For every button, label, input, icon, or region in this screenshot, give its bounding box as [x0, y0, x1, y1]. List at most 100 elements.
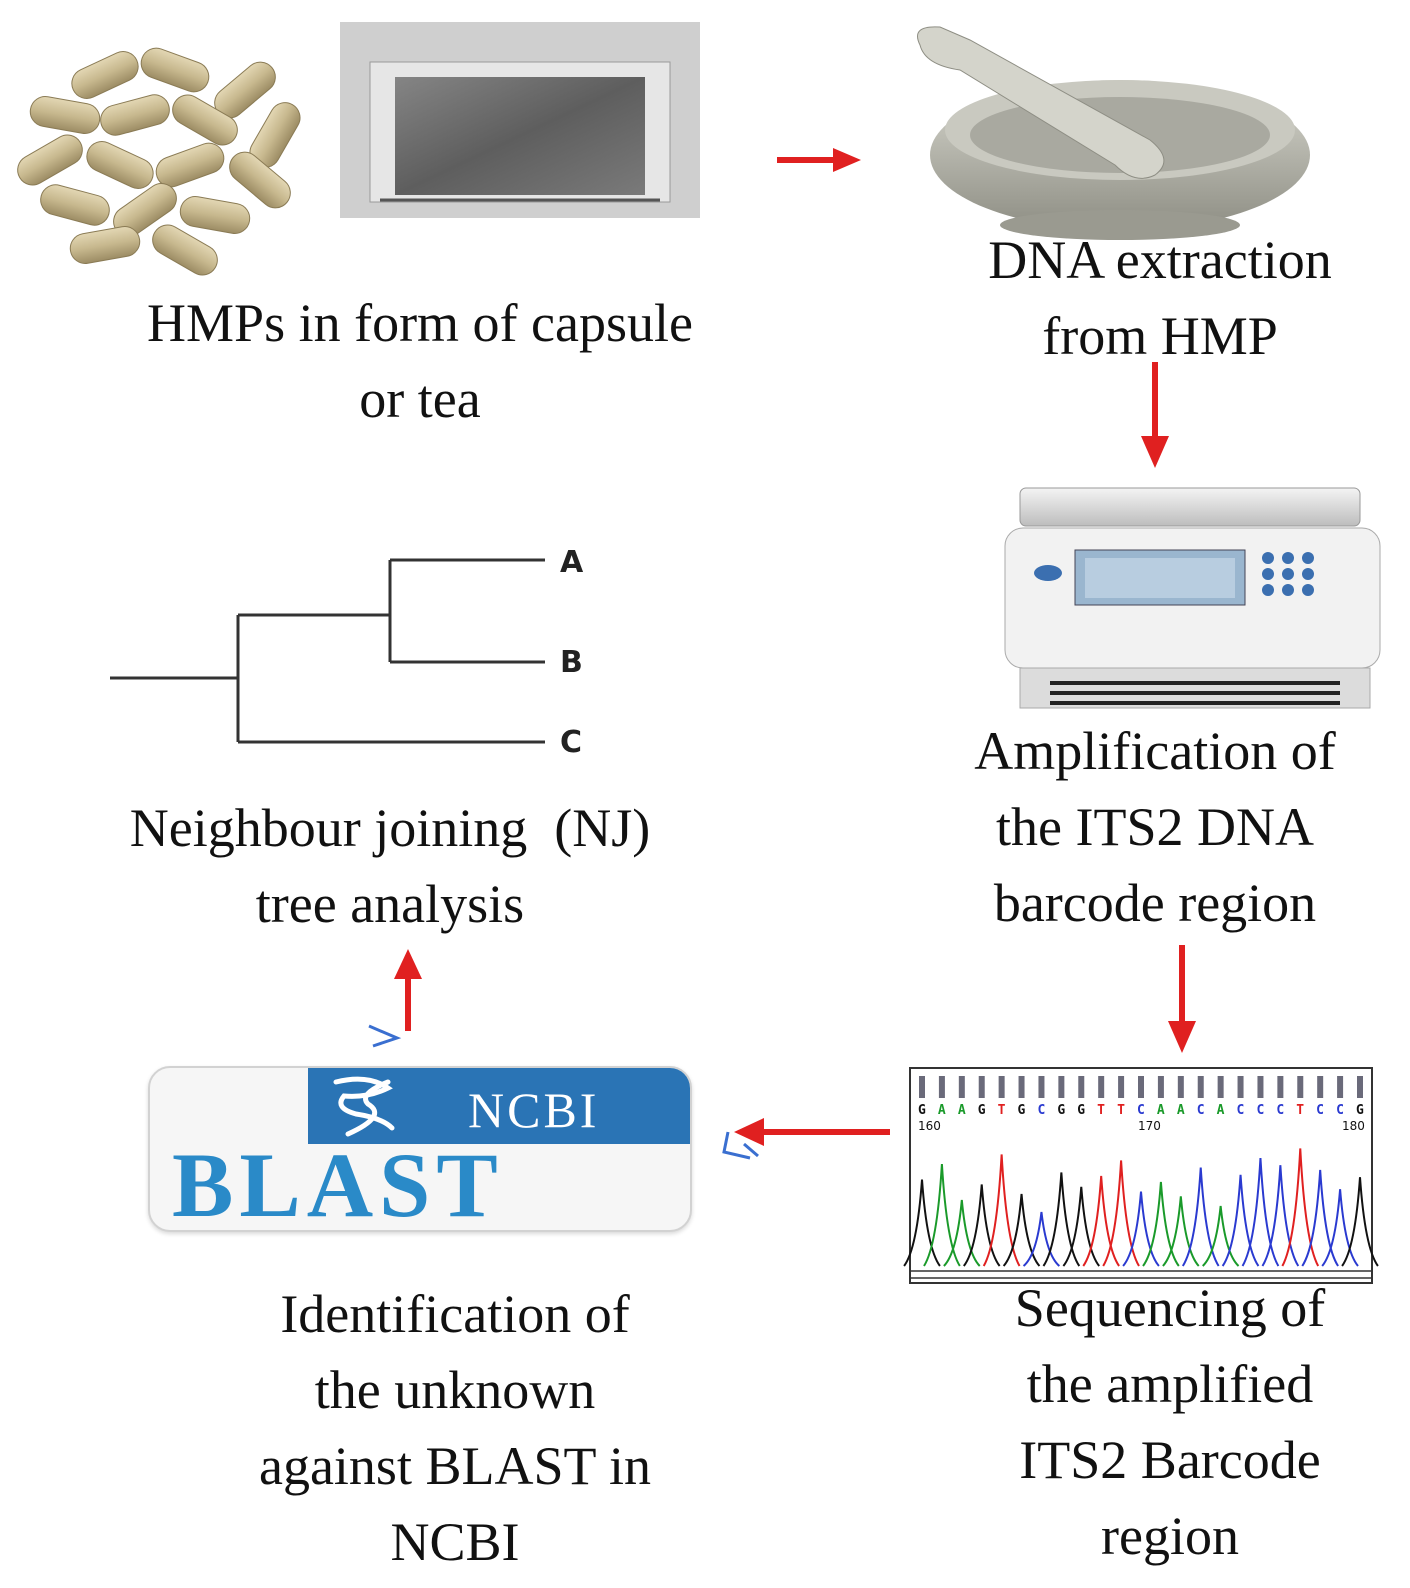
caption-amplification: Amplification of the ITS2 DNA barcode re…: [930, 713, 1380, 941]
caption-sequencing: Sequencing of the amplified ITS2 Barcode…: [940, 1270, 1400, 1574]
base-call: G: [1018, 1103, 1026, 1118]
chromatogram-peak: [1241, 1157, 1280, 1267]
chromatogram-peak: [1082, 1175, 1120, 1267]
base-call: A: [938, 1103, 946, 1118]
caption-line: HMPs in form of capsule: [147, 293, 693, 353]
caption-line: Identification of: [280, 1284, 630, 1344]
quality-bar: [958, 1076, 965, 1098]
blast-text: BLAST: [172, 1134, 504, 1232]
chromatogram-peak: [943, 1199, 981, 1267]
base-call: C: [1276, 1103, 1284, 1118]
quality-bar: [1277, 1076, 1284, 1098]
base-call: G: [1057, 1103, 1065, 1118]
caption-line: Amplification of: [974, 721, 1336, 781]
caption-line: NCBI: [390, 1512, 520, 1572]
quality-bar: [1297, 1076, 1304, 1098]
tree-leaf-label: B: [560, 645, 583, 680]
caption-extraction: DNA extraction from HMP: [940, 222, 1380, 374]
position-label: 160: [918, 1119, 941, 1133]
chromatogram-peak: [903, 1179, 941, 1267]
base-call: C: [1256, 1103, 1264, 1118]
quality-bar: [1357, 1076, 1363, 1098]
position-label: 170: [1138, 1119, 1161, 1133]
quality-bar: [998, 1076, 1005, 1098]
chromatogram-peak: [1162, 1196, 1200, 1267]
dna-helix-icon: [333, 1076, 395, 1137]
base-call: T: [998, 1103, 1006, 1118]
base-call: A: [1177, 1103, 1185, 1118]
chromatogram-peak: [1201, 1205, 1240, 1267]
caption-line: tree analysis: [255, 874, 525, 934]
caption-line: or tea: [359, 369, 481, 429]
chromatogram-peak: [1022, 1211, 1061, 1267]
caption-line: Sequencing of: [1014, 1278, 1326, 1338]
base-call: C: [1137, 1103, 1145, 1118]
base-call: T: [1117, 1103, 1125, 1118]
quality-bar: [1138, 1076, 1144, 1098]
base-call: T: [1296, 1103, 1304, 1118]
base-call: A: [958, 1103, 966, 1118]
base-call: C: [1197, 1103, 1205, 1118]
pcr-thermocycler-image: [1004, 487, 1381, 709]
tree-leaf-label: C: [560, 725, 582, 760]
quality-bar: [1058, 1076, 1065, 1098]
quality-bar: [1157, 1076, 1164, 1098]
quality-bar: [1118, 1076, 1125, 1098]
quality-bar: [1337, 1076, 1344, 1098]
base-call: G: [978, 1103, 986, 1118]
quality-bar: [919, 1076, 925, 1098]
caption-line: barcode region: [993, 873, 1317, 933]
base-call: G: [1077, 1103, 1085, 1118]
chromatogram-peak: [1261, 1165, 1300, 1267]
caption-hmp: HMPs in form of capsule or tea: [60, 285, 780, 437]
position-label: 180: [1342, 1119, 1365, 1133]
ncbi-blast-logo: NCBI BLAST: [148, 1066, 692, 1232]
quality-bar: [1098, 1076, 1105, 1098]
quality-bar: [978, 1076, 985, 1098]
chromatogram-peak: [1341, 1177, 1379, 1267]
base-call: C: [1237, 1103, 1245, 1118]
base-call: C: [1336, 1103, 1344, 1118]
arrow-up-icon: [394, 949, 422, 1031]
capsules-image: [17, 47, 301, 276]
quality-bar: [1197, 1076, 1204, 1098]
base-call: T: [1097, 1103, 1105, 1118]
quality-bar: [1217, 1076, 1224, 1098]
base-call: C: [1316, 1103, 1324, 1118]
caption-line: from HMP: [1042, 306, 1278, 366]
quality-bar: [1177, 1076, 1184, 1098]
arrow-left-icon: [734, 1118, 890, 1158]
tree-leaf-label: A: [560, 545, 584, 580]
nj-tree-diagram: A B C: [110, 545, 584, 760]
quality-bar: [1237, 1076, 1244, 1098]
base-call: A: [1157, 1103, 1165, 1118]
check-mark-icon: [722, 1131, 751, 1160]
arrow-down-icon: [1168, 945, 1196, 1053]
caption-line: ITS2 Barcode: [1019, 1430, 1321, 1490]
base-call: C: [1037, 1103, 1045, 1118]
caption-line: Neighbour joining (NJ): [129, 798, 651, 858]
quality-bar: [1038, 1076, 1045, 1098]
quality-bar: [1078, 1076, 1085, 1098]
mortar-pestle-image: [917, 26, 1310, 240]
base-call: G: [918, 1103, 926, 1118]
caption-line: against BLAST in: [258, 1436, 651, 1496]
arrow-down-icon: [1141, 362, 1169, 468]
chromatogram-peak: [1062, 1186, 1100, 1267]
chromatogram-peak: [1321, 1189, 1359, 1267]
base-call: G: [1356, 1103, 1364, 1118]
caption-tree: Neighbour joining (NJ) tree analysis: [40, 790, 740, 942]
arrow-right-icon: [777, 148, 861, 172]
quality-bar: [1257, 1076, 1264, 1098]
check-mark-icon: [368, 1024, 402, 1048]
quality-bar: [1317, 1076, 1324, 1098]
ncbi-text: NCBI: [468, 1082, 600, 1138]
caption-line: the unknown: [314, 1360, 596, 1420]
quality-bar: [1018, 1076, 1025, 1098]
caption-line: the amplified: [1026, 1354, 1314, 1414]
caption-line: the ITS2 DNA: [996, 797, 1314, 857]
quality-bar: [938, 1076, 945, 1098]
caption-identification: Identification of the unknown against BL…: [210, 1276, 700, 1580]
caption-line: region: [1101, 1506, 1239, 1566]
